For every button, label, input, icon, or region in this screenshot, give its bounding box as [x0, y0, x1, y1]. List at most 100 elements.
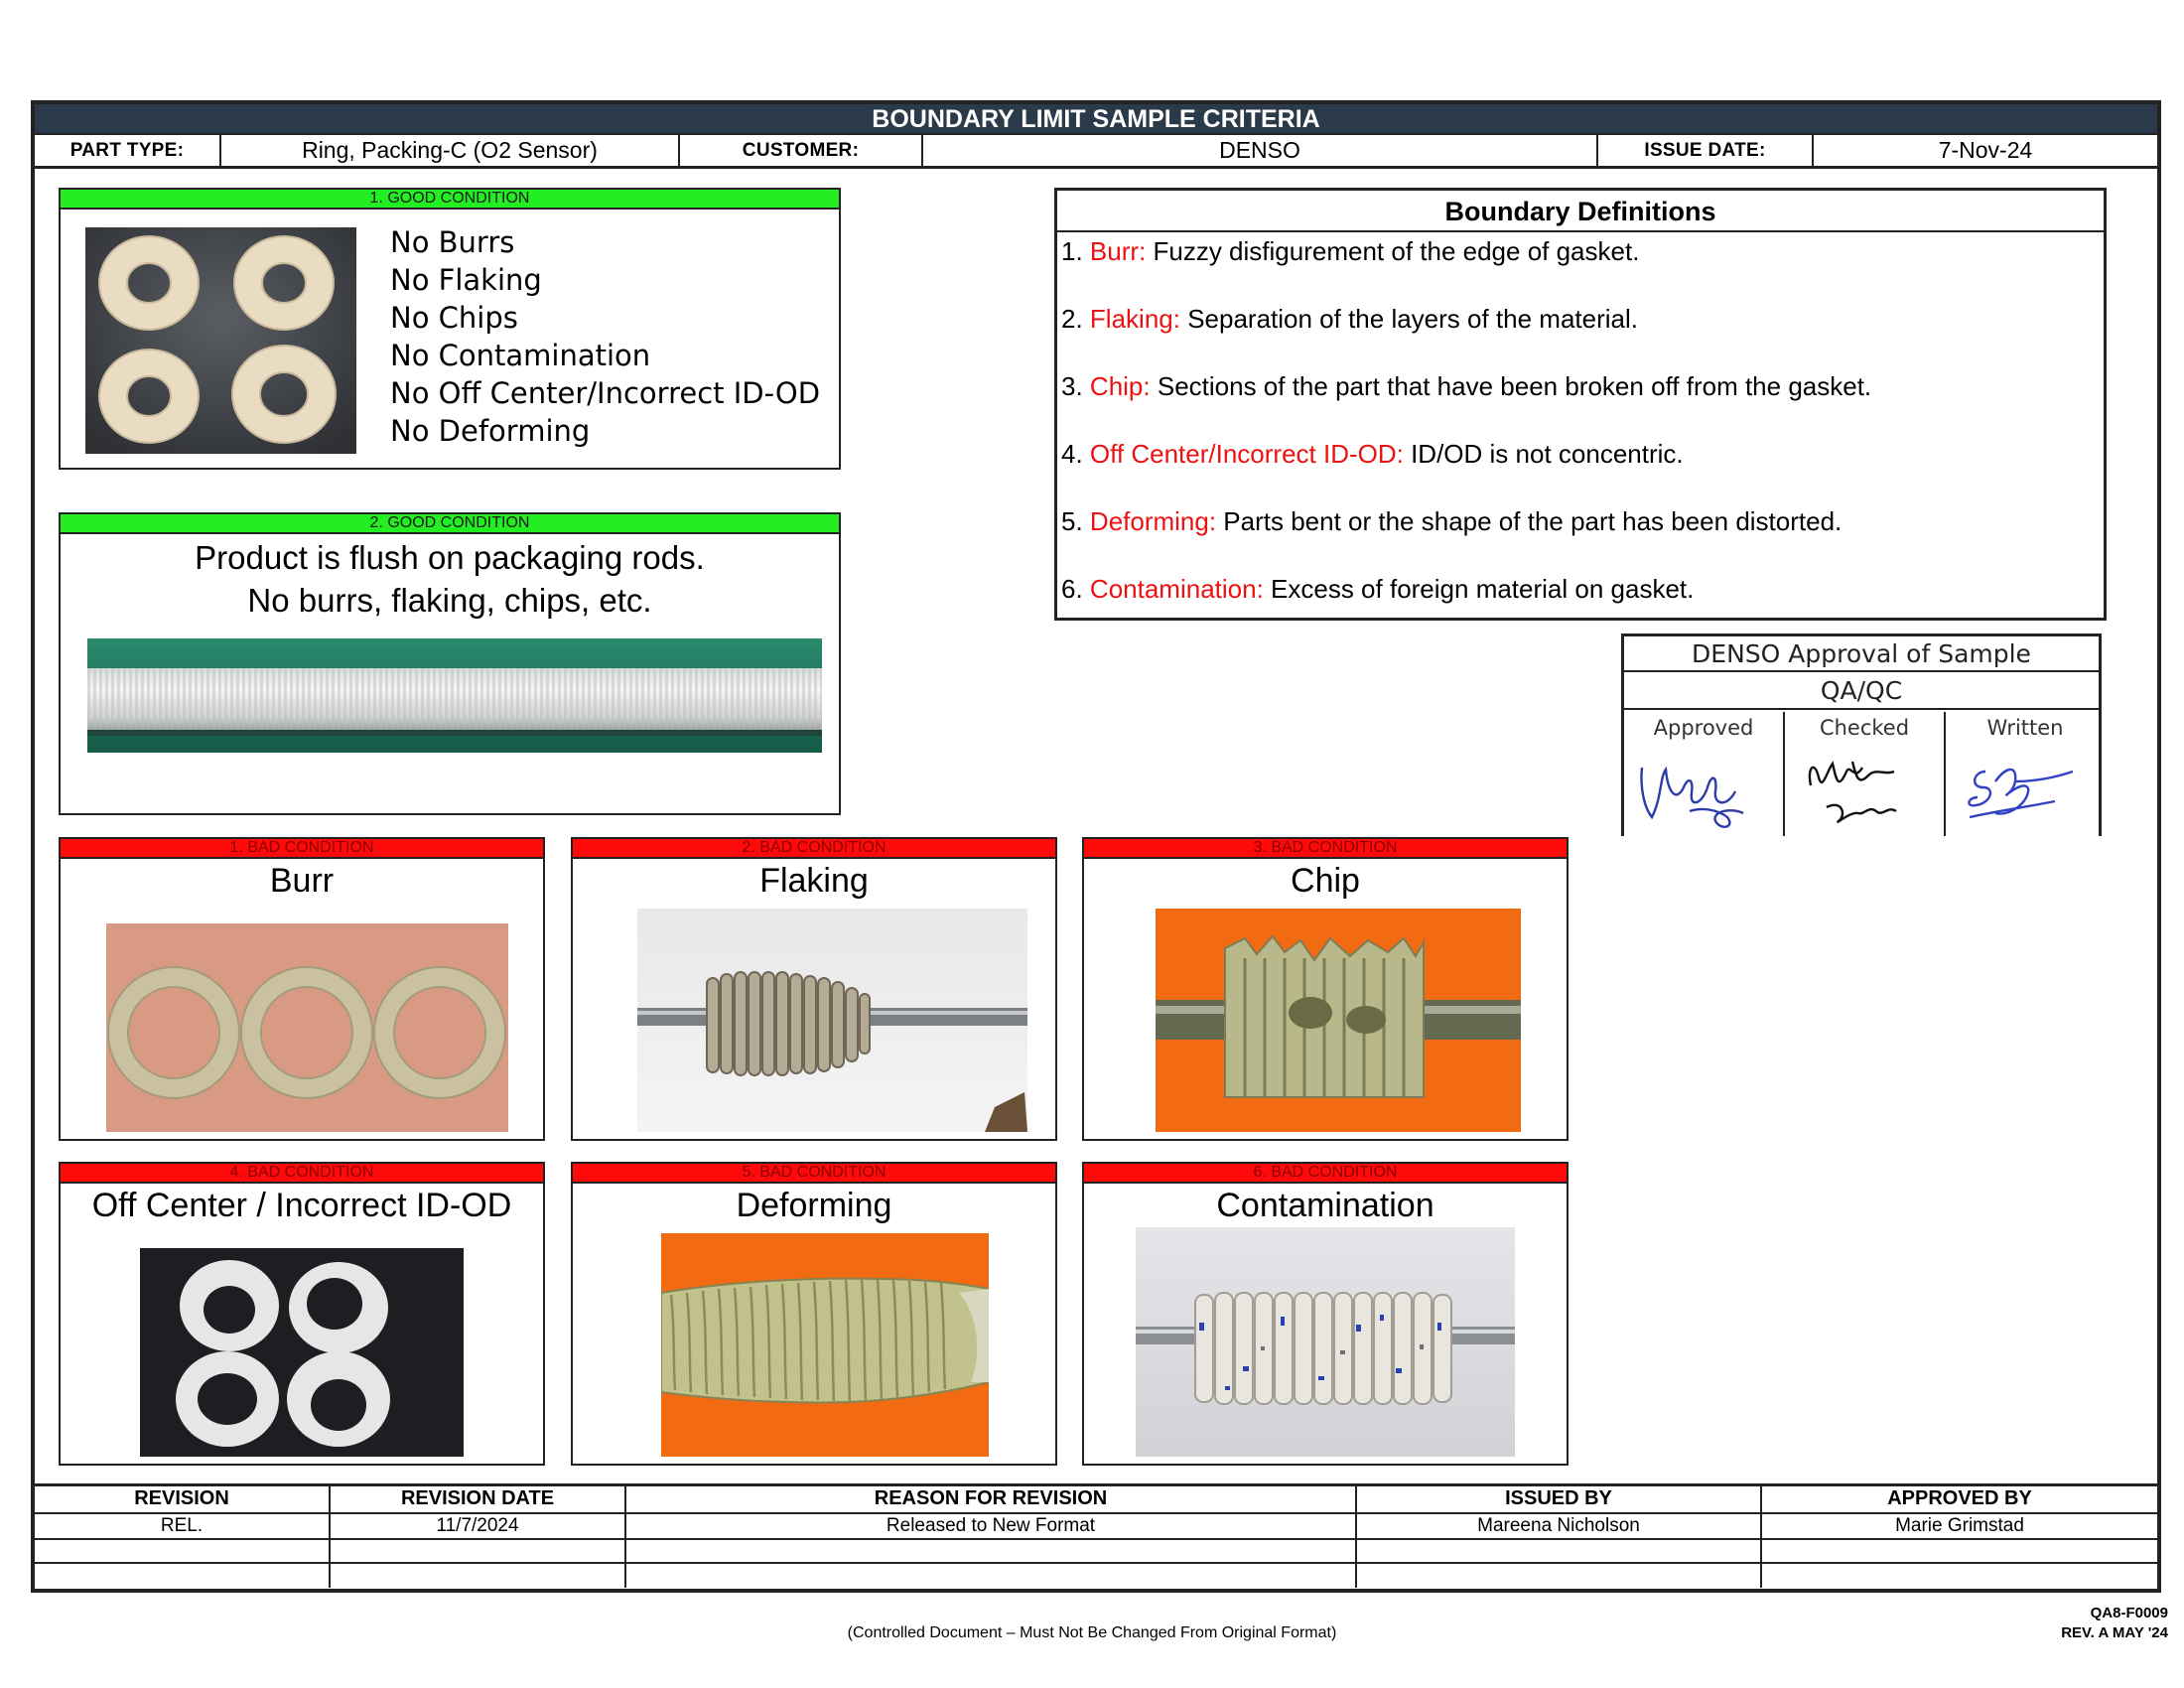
- denso-approval-box: DENSO Approval of Sample QA/QC Approved …: [1621, 633, 2102, 836]
- table-cell: Released to New Format: [626, 1514, 1357, 1538]
- list-item: No Deforming: [390, 414, 591, 448]
- bad-condition-title: Off Center / Incorrect ID-OD: [91, 1187, 512, 1224]
- header-row: PART TYPE: Ring, Packing-C (O2 Sensor) C…: [35, 135, 2157, 169]
- page-title: BOUNDARY LIMIT SAMPLE CRITERIA: [35, 104, 2157, 135]
- written-column: Written: [1946, 712, 2105, 836]
- customer-label: CUSTOMER:: [680, 135, 923, 166]
- approved-by-header: APPROVED BY: [1887, 1487, 2032, 1509]
- definition-number: 6.: [1061, 574, 1090, 604]
- bad-condition-3: 3. BAD CONDITION Chip: [1082, 837, 1569, 1141]
- list-item: No Burrs: [390, 225, 515, 259]
- table-cell: 11/7/2024: [331, 1514, 626, 1538]
- revision-header: REVISION: [35, 1486, 331, 1512]
- table-cell: [626, 1564, 1357, 1588]
- definition-term: Burr:: [1089, 236, 1147, 266]
- reason-header: REASON FOR REVISION: [626, 1486, 1357, 1512]
- list-item: No Off Center/Incorrect ID-OD: [390, 376, 821, 410]
- written-signature: [1968, 768, 2074, 819]
- table-row-empty: [35, 1564, 2157, 1588]
- checked-column: Checked: [1785, 712, 1946, 836]
- approved-column: Approved: [1624, 712, 1785, 836]
- table-cell: [626, 1540, 1357, 1562]
- list-item: No Flaking: [390, 263, 542, 297]
- table-cell: Marie Grimstad: [1895, 1515, 2024, 1536]
- good-rings-photo: [85, 227, 356, 454]
- definition-text: Separation of the layers of the material…: [1179, 304, 1638, 334]
- table-cell: Mareena Nicholson: [1357, 1514, 1762, 1538]
- good-condition-2-line2: No burrs, flaking, chips, etc.: [247, 582, 652, 619]
- definition-term: Deforming:: [1089, 506, 1217, 536]
- definition-item: 4. Off Center/Incorrect ID-OD: ID/OD is …: [1061, 439, 1684, 470]
- bad-condition-bar: 3. BAD CONDITION: [1084, 839, 1567, 859]
- bad-condition-bar: 4. BAD CONDITION: [61, 1164, 543, 1184]
- definitions-title: Boundary Definitions: [1057, 191, 2104, 232]
- definition-text: Fuzzy disfigurement of the edge of gaske…: [1146, 236, 1640, 266]
- table-cell: [331, 1564, 626, 1588]
- approved-label: Approved: [1653, 716, 1754, 740]
- definition-number: 1.: [1061, 236, 1090, 266]
- bad-condition-title: Deforming: [736, 1187, 892, 1224]
- approved-signature: [1640, 766, 1744, 828]
- bad-condition-title: Flaking: [759, 862, 869, 900]
- definition-item: 1. Burr: Fuzzy disfigurement of the edge…: [1061, 236, 1639, 267]
- definition-item: 6. Contamination: Excess of foreign mate…: [1061, 574, 1694, 605]
- flaking-photo: [637, 909, 1027, 1132]
- good-condition-list: No Burrs No Flaking No Chips No Contamin…: [390, 223, 820, 450]
- revision-table: REVISION REVISION DATE REASON FOR REVISI…: [35, 1483, 2157, 1589]
- bad-condition-bar: 6. BAD CONDITION: [1084, 1164, 1567, 1184]
- good-condition-2-line1: Product is flush on packaging rods.: [195, 539, 705, 576]
- issue-date-value: 7-Nov-24: [1938, 137, 2033, 163]
- form-code: QA8-F0009: [2090, 1605, 2168, 1621]
- checked-signature: [1808, 761, 1897, 823]
- bad-condition-5: 5. BAD CONDITION Deforming: [571, 1162, 1057, 1466]
- definition-term: Flaking:: [1089, 304, 1180, 334]
- definition-item: 5. Deforming: Parts bent or the shape of…: [1061, 506, 1842, 537]
- bad-condition-title: Chip: [1291, 862, 1360, 900]
- approval-subtitle: QA/QC: [1624, 672, 2099, 710]
- definition-term: Contamination:: [1089, 574, 1264, 604]
- form-revision: REV. A MAY '24: [2061, 1624, 2168, 1641]
- table-cell: [35, 1564, 331, 1588]
- good-condition-2: 2. GOOD CONDITION Product is flush on pa…: [59, 512, 841, 815]
- bad-condition-bar: 2. BAD CONDITION: [573, 839, 1055, 859]
- deforming-photo: [661, 1233, 989, 1457]
- revision-date-header: REVISION DATE: [331, 1486, 626, 1512]
- table-row-empty: [35, 1540, 2157, 1564]
- bad-condition-6: 6. BAD CONDITION Contamination: [1082, 1162, 1569, 1466]
- definition-number: 5.: [1061, 506, 1090, 536]
- packaging-rod-photo: [87, 638, 822, 753]
- definition-number: 4.: [1061, 439, 1090, 469]
- definition-text: Excess of foreign material on gasket.: [1263, 574, 1695, 604]
- definition-term: Off Center/Incorrect ID-OD:: [1089, 439, 1404, 469]
- written-label: Written: [1986, 716, 2064, 740]
- table-cell: [1762, 1540, 2157, 1562]
- list-item: No Contamination: [390, 339, 651, 372]
- definition-term: Chip:: [1089, 371, 1151, 401]
- boundary-definitions: Boundary Definitions 1. Burr: Fuzzy disf…: [1054, 188, 2107, 621]
- issue-date-label: ISSUE DATE:: [1598, 135, 1814, 166]
- good-condition-1: 1. GOOD CONDITION No Burrs No Flaking No…: [59, 188, 841, 470]
- customer-value: DENSO: [923, 135, 1598, 166]
- bad-condition-4: 4. BAD CONDITION Off Center / Incorrect …: [59, 1162, 545, 1466]
- bad-condition-1: 1. BAD CONDITION Burr: [59, 837, 545, 1141]
- table-cell: [35, 1540, 331, 1562]
- contamination-photo: [1136, 1227, 1515, 1457]
- controlled-document-note: (Controlled Document – Must Not Be Chang…: [847, 1624, 1337, 1641]
- definition-item: 3. Chip: Sections of the part that have …: [1061, 371, 1871, 402]
- off-center-photo: [140, 1248, 464, 1457]
- bad-condition-bar: 1. BAD CONDITION: [61, 839, 543, 859]
- form-code-block: QA8-F0009 REV. A MAY '24: [2061, 1604, 2168, 1643]
- definition-item: 2. Flaking: Separation of the layers of …: [1061, 304, 1638, 335]
- definition-text: Sections of the part that have been brok…: [1150, 371, 1872, 401]
- definition-text: ID/OD is not concentric.: [1403, 439, 1684, 469]
- burr-photo: [106, 923, 508, 1132]
- bad-condition-2: 2. BAD CONDITION Flaking: [571, 837, 1057, 1141]
- document-frame: [31, 100, 2161, 1593]
- chip-photo: [1156, 909, 1521, 1132]
- part-type-value: Ring, Packing-C (O2 Sensor): [221, 135, 680, 166]
- table-row: REL. 11/7/2024 Released to New Format Ma…: [35, 1514, 2157, 1540]
- definition-text: Parts bent or the shape of the part has …: [1216, 506, 1843, 536]
- bad-condition-title: Burr: [269, 862, 335, 900]
- table-cell: REL.: [35, 1514, 331, 1538]
- checked-label: Checked: [1819, 716, 1910, 740]
